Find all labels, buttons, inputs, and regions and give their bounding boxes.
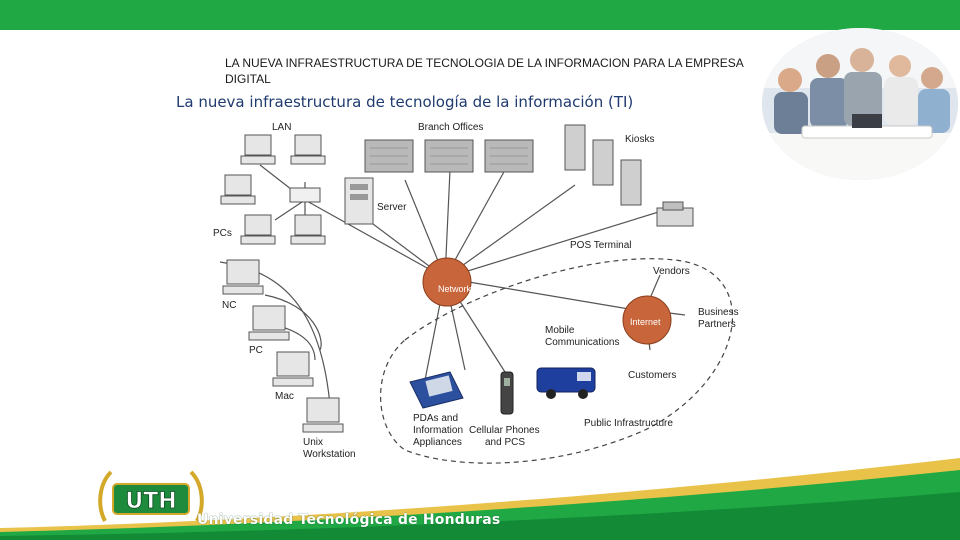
uth-logo: UTH bbox=[98, 470, 204, 522]
label-pos-terminal: POS Terminal bbox=[570, 240, 632, 251]
university-name: Universidad Tecnológica de Honduras bbox=[197, 512, 501, 528]
label-unix-2: Workstation bbox=[303, 449, 356, 460]
connection-lines bbox=[219, 164, 686, 406]
pos-terminal-icon bbox=[656, 201, 694, 227]
pda-icon bbox=[409, 371, 464, 409]
footer-wave bbox=[0, 458, 960, 540]
label-mobile-2: Communications bbox=[545, 337, 619, 348]
vehicle-icon bbox=[536, 367, 596, 399]
label-server: Server bbox=[377, 202, 407, 213]
label-internet: Internet bbox=[630, 317, 661, 327]
label-customers: Customers bbox=[628, 370, 676, 381]
label-business-2: Partners bbox=[698, 319, 736, 330]
client-computers-icon bbox=[222, 259, 344, 433]
label-cell-2: and PCS bbox=[485, 437, 525, 448]
internet-hub bbox=[622, 295, 672, 345]
logo-text: UTH bbox=[125, 489, 176, 514]
label-branch-offices: Branch Offices bbox=[418, 122, 483, 133]
meeting-photo bbox=[762, 28, 958, 180]
label-cell-1: Cellular Phones bbox=[469, 425, 540, 436]
label-pc: PC bbox=[249, 345, 263, 356]
label-pcs: PCs bbox=[213, 228, 232, 239]
cell-phone-icon bbox=[500, 371, 514, 415]
slide-title: LA NUEVA INFRAESTRUCTURA DE TECNOLOGIA D… bbox=[225, 56, 744, 86]
server-icon bbox=[344, 177, 374, 225]
label-pdas-2: Information bbox=[413, 425, 463, 436]
it-infrastructure-diagram: LAN Branch Offices Kiosks Server PCs POS… bbox=[213, 122, 739, 464]
label-public-infrastructure: Public Infrastructure bbox=[584, 418, 673, 429]
lan-pcs-icon bbox=[220, 134, 326, 245]
label-nc: NC bbox=[222, 300, 236, 311]
label-business-1: Business bbox=[698, 307, 739, 318]
label-pdas-1: PDAs and bbox=[413, 413, 458, 424]
kiosks-icon bbox=[564, 124, 642, 206]
top-green-bar bbox=[0, 0, 960, 30]
label-kiosks: Kiosks bbox=[625, 134, 654, 145]
label-mac: Mac bbox=[275, 391, 294, 402]
label-vendors: Vendors bbox=[653, 266, 690, 277]
label-pdas-3: Appliances bbox=[413, 437, 462, 448]
network-hub bbox=[422, 257, 472, 307]
branch-offices-icon bbox=[364, 139, 534, 173]
label-lan: LAN bbox=[272, 122, 291, 133]
label-mobile-1: Mobile bbox=[545, 325, 575, 336]
label-network: Network bbox=[438, 284, 472, 294]
slide-subtitle: La nueva infraestructura de tecnología d… bbox=[176, 93, 634, 111]
label-unix-1: Unix bbox=[303, 437, 323, 448]
